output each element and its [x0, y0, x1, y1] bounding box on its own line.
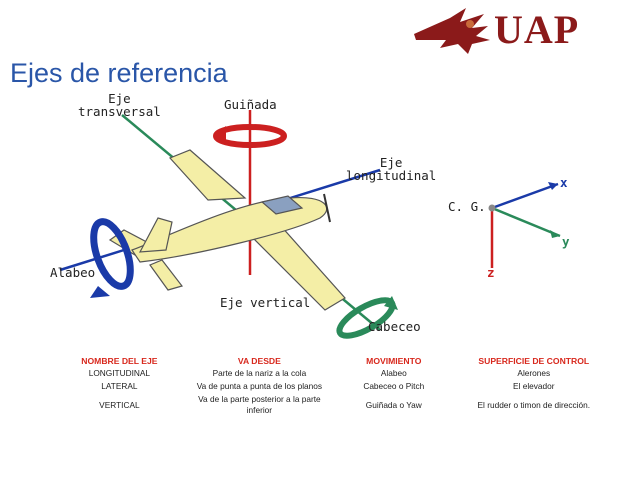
table-cell: Cabeceo o Pitch — [363, 381, 425, 391]
yaw-arrow-icon — [213, 124, 287, 148]
axes-reference-table: NOMBRE DEL EJE VA DESDE MOVIMIENTO SUPER… — [55, 355, 615, 417]
label-z-axis: z — [487, 265, 495, 280]
label-cg: C. G. — [448, 199, 486, 214]
bird-emblem-icon — [414, 8, 490, 54]
roll-arrow-icon — [90, 218, 134, 298]
label-x-axis: x — [560, 175, 568, 190]
table-cell: Va de punta a punta de los planos — [196, 381, 323, 391]
header-cell: NOMBRE DEL EJE — [81, 356, 158, 366]
label-cabeceo: Cabeceo — [368, 319, 421, 334]
table-cell: El rudder o timon de dirección. — [477, 399, 591, 410]
table-cell: Parte de la nariz a la cola — [212, 368, 307, 378]
slide-title: Ejes de referencia — [10, 58, 228, 88]
pitch-arrow-icon — [336, 296, 398, 339]
table-row: LONGITUDINAL Parte de la nariz a la cola… — [55, 367, 615, 380]
airplane-icon — [108, 149, 346, 311]
table-cell: Alabeo — [380, 368, 407, 378]
header-cell: MOVIMIENTO — [366, 356, 422, 366]
label-eje-transversal: Eje transversal — [78, 91, 161, 119]
label-eje-longitudinal: Eje longitudinal — [346, 155, 437, 183]
logo-text: UAP — [494, 7, 580, 52]
table-cell: Alerones — [517, 368, 551, 378]
label-guinada: Guiñada — [224, 97, 277, 112]
table-cell: Guiñada o Yaw — [365, 399, 422, 410]
label-y-axis: y — [562, 234, 570, 249]
header-cell: SUPERFICIE DE CONTROL — [478, 356, 590, 366]
label-alabeo: Alabeo — [50, 265, 96, 280]
table-row: LATERAL Va de punta a punta de los plano… — [55, 380, 615, 393]
cg-axes-icon — [488, 182, 561, 268]
table-cell: LATERAL — [101, 381, 138, 391]
airplane-axes-diagram: Eje transversal Guiñada Eje longitudinal… — [40, 90, 600, 340]
label-eje-vertical: Eje vertical — [220, 295, 311, 310]
table-cell: LONGITUDINAL — [88, 368, 151, 378]
table-cell: El elevador — [513, 381, 555, 391]
table-cell: Va de la parte posterior a la parte infe… — [198, 394, 321, 415]
table-header-row: NOMBRE DEL EJE VA DESDE MOVIMIENTO SUPER… — [55, 355, 615, 367]
table-row: VERTICAL Va de la parte posterior a la p… — [55, 393, 615, 417]
table-cell: VERTICAL — [99, 399, 140, 410]
header-cell: VA DESDE — [237, 356, 281, 366]
